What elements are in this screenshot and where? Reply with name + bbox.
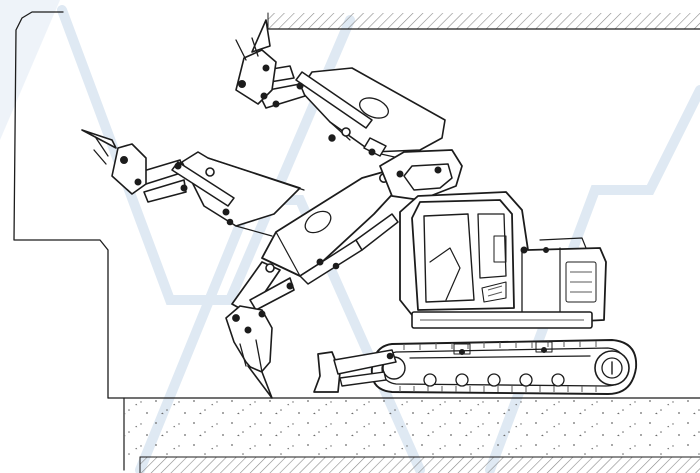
arm-position-upper [235, 19, 446, 161]
floor-hatch [139, 456, 700, 473]
excavator-body [379, 149, 607, 329]
dozer-blade [313, 349, 397, 393]
ground-fill [107, 397, 700, 456]
undercarriage [370, 339, 638, 395]
arm-position-middle [81, 129, 305, 237]
ceiling-hatch [267, 12, 700, 30]
arm-position-lower [225, 169, 401, 399]
tunnel-outline [13, 11, 125, 471]
